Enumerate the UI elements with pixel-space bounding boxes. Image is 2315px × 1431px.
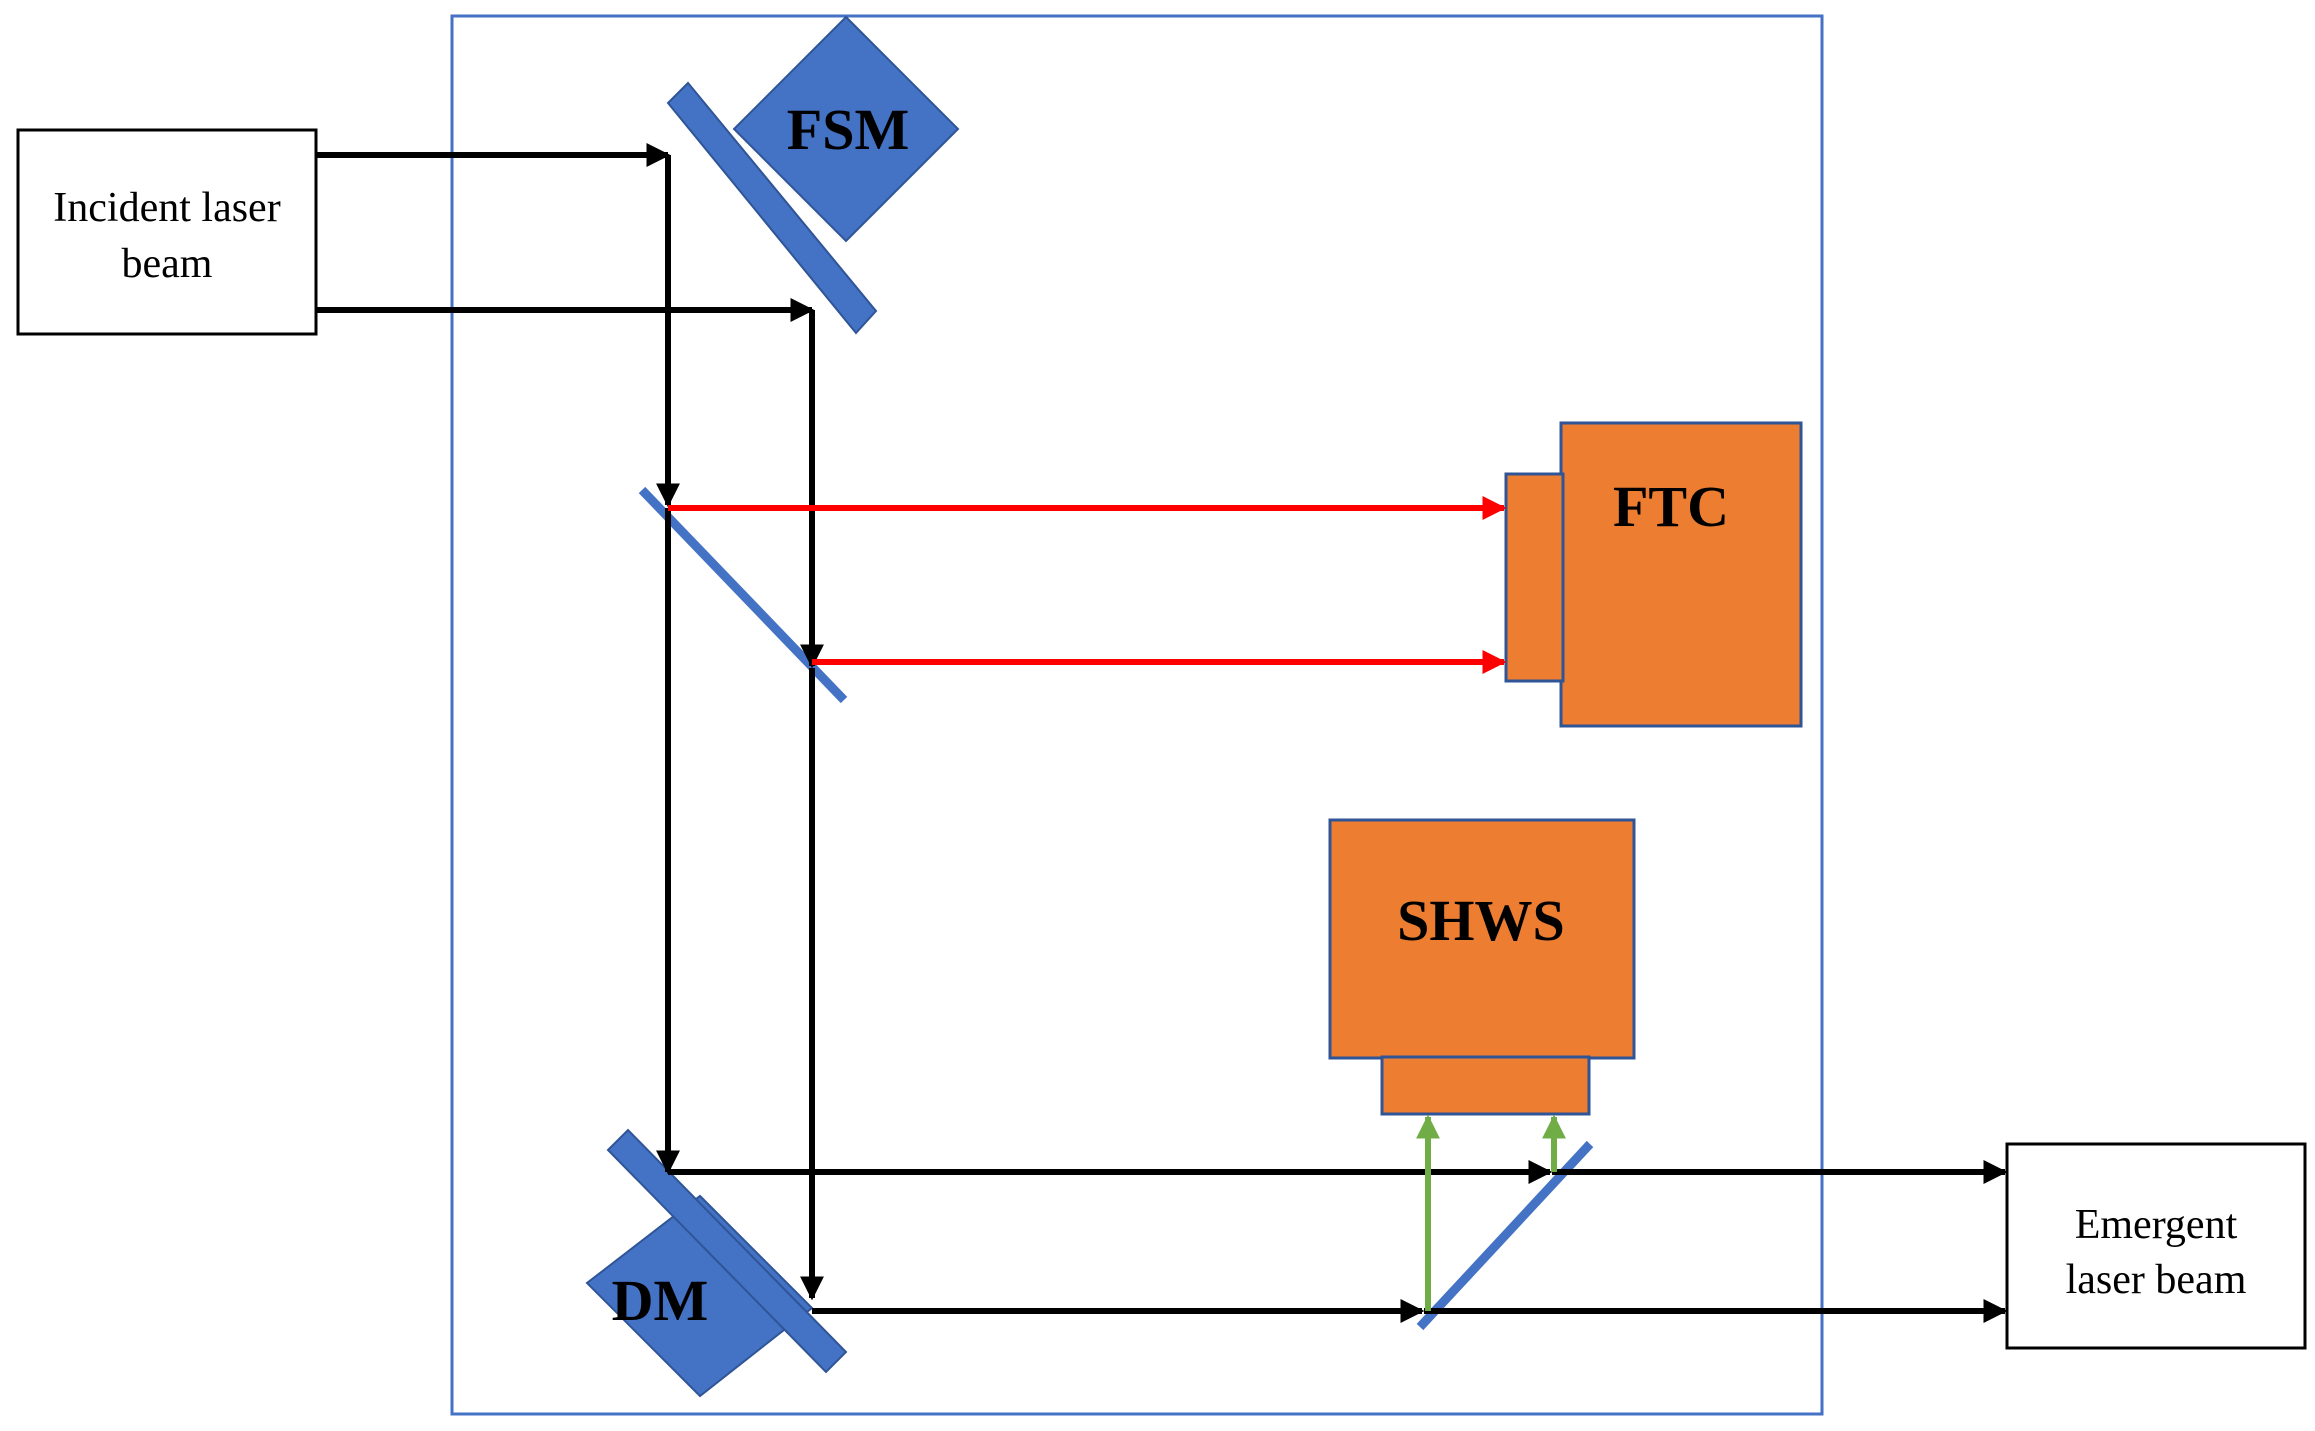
emergent-beam-label-line1: Emergent (2075, 1202, 2238, 1248)
shws-sensor: SHWS (1328, 818, 1636, 1116)
dm-body (585, 1194, 814, 1398)
incident-beam-box: Incident laser beam (16, 128, 318, 336)
shws-label: SHWS (1397, 888, 1565, 953)
dm-label: DM (612, 1268, 709, 1333)
emergent-beam-box: Emergent laser beam (2005, 1142, 2307, 1350)
incident-beam-label-line1: Incident laser (53, 185, 280, 231)
fsm-body (732, 15, 960, 243)
fsm-mirror-plate (666, 81, 878, 335)
system-frame (450, 14, 1824, 1416)
incident-beam-label-line2: beam (122, 241, 213, 287)
ftc-camera: FTC (1504, 421, 1803, 728)
ftc-label: FTC (1613, 474, 1729, 539)
emergent-beam-label-line2: laser beam (2066, 1257, 2247, 1303)
dm-mirror-plate (606, 1128, 848, 1374)
fsm-label: FSM (787, 97, 909, 162)
